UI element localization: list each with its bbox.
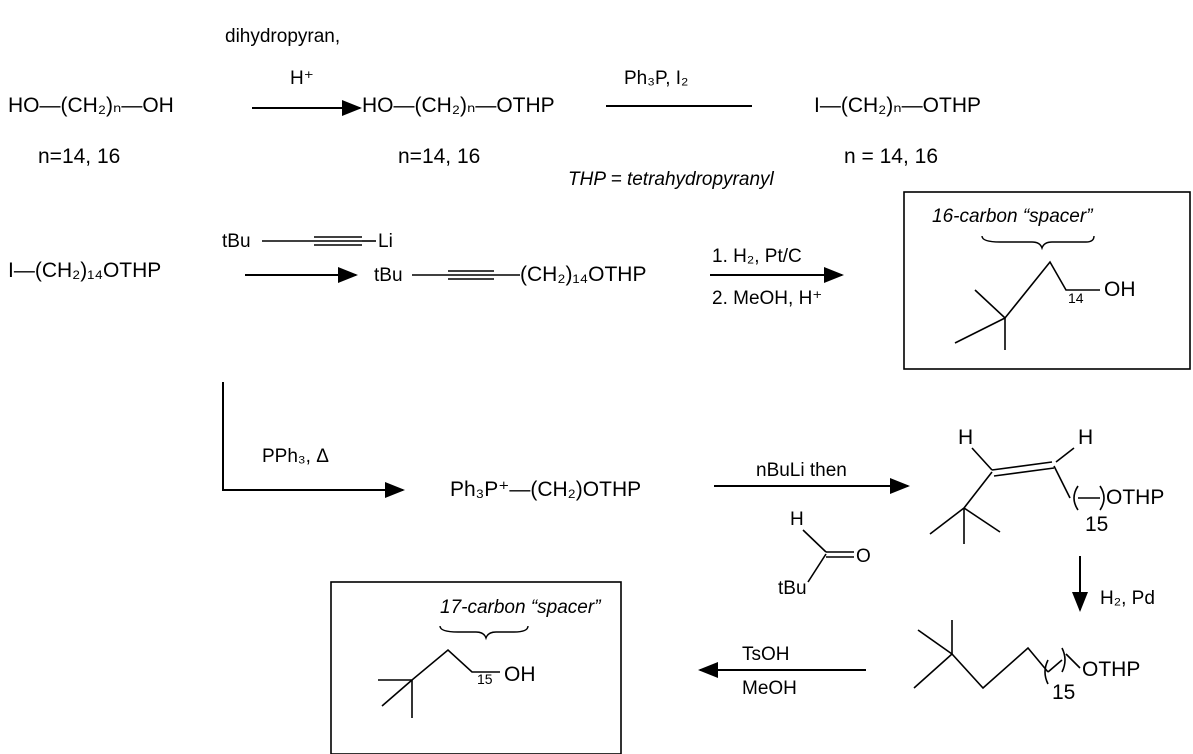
alkyne-chain-label: (CH₂)₁₄OTHP	[520, 263, 646, 286]
iodide-c14-label: I—(CH₂)₁₄OTHP	[8, 259, 161, 282]
sat-repeat	[1047, 659, 1063, 673]
diol-n-label: n=14, 16	[38, 145, 120, 168]
alkene-c-quat	[963, 471, 993, 509]
sat-paren-right	[1061, 647, 1066, 673]
step-deprotection: 2. MeOH, H⁺	[712, 288, 822, 309]
alkene-cc-2	[993, 467, 1055, 477]
reagent-dihydropyran: dihydropyran,	[225, 26, 340, 47]
alkene-cc-1	[991, 461, 1053, 471]
mono-thp-n-label: n=14, 16	[398, 145, 480, 168]
step-hydrogenation: 1. H₂, Pt/C	[712, 246, 802, 267]
arrow-phosphonium	[222, 382, 405, 498]
diol-label: HO—(CH₂)ₙ—OH	[8, 94, 174, 117]
reagent-acid: H⁺	[290, 68, 314, 89]
alkene-ch-left	[971, 447, 993, 471]
sat-chain	[913, 646, 1049, 690]
alkene-paren-left	[1073, 485, 1079, 511]
iodide-label: I—(CH₂)ₙ—OTHP	[814, 94, 981, 117]
reagent-li-label: Li	[378, 231, 393, 252]
sat-othp: OTHP	[1082, 658, 1140, 681]
aldehyde-h: H	[790, 509, 804, 530]
box-16-carbon-spacer	[903, 191, 1191, 370]
thp-definition: THP = tetrahydropyranyl	[568, 169, 775, 190]
reagent-nbuli: nBuLi then	[756, 460, 847, 481]
reagent-h2-pd: H₂, Pd	[1100, 588, 1155, 609]
reagent-ph3p-i2: Ph₃P, I₂	[624, 68, 688, 89]
reagent-pph3-heat: PPh₃, Δ	[262, 446, 329, 467]
alkene-paren-right	[1099, 485, 1105, 511]
reagent-tbu-label: tBu	[222, 231, 251, 252]
box-17-oh: OH	[504, 663, 536, 686]
alkene-methyl-2	[963, 507, 1001, 533]
mono-thp-label: HO—(CH₂)ₙ—OTHP	[362, 94, 555, 117]
aldehyde-ch-bond	[802, 529, 827, 553]
alkene-chain-bond	[1053, 465, 1071, 499]
reagent-tsoh: TsOH	[742, 644, 790, 665]
alkene-ch-right	[1055, 447, 1075, 463]
aldehyde-c-tbu	[807, 553, 827, 583]
aldehyde-o: O	[856, 546, 871, 567]
box-16-oh: OH	[1104, 278, 1136, 301]
sat-bond-o	[1065, 653, 1081, 669]
alkyne-tbu-label: tBu	[374, 265, 403, 286]
box-17-methyl-2	[381, 679, 413, 707]
sat-paren-left	[1044, 659, 1049, 685]
box-16-methyl-1	[954, 317, 1006, 344]
reagent-meoh: MeOH	[742, 678, 797, 699]
alkene-methyl-1	[929, 507, 965, 535]
alkene-othp: OTHP	[1106, 486, 1164, 509]
box-16-title: 16-carbon “spacer”	[932, 206, 1094, 227]
box-17-title: 17-carbon “spacer”	[440, 597, 602, 618]
phosphonium-label: Ph₃P⁺—(CH₂)OTHP	[450, 478, 641, 501]
aldehyde-tbu: tBu	[778, 578, 807, 599]
sat-methyl-2	[917, 629, 953, 655]
alkene-h-right: H	[1078, 426, 1093, 449]
sat-subscript: 15	[1052, 681, 1075, 704]
iodide-n-label: n = 14, 16	[844, 145, 938, 168]
box-17-subscript: 15	[477, 671, 493, 687]
box-17-carbon-spacer	[330, 581, 622, 754]
box-17-brace	[439, 625, 529, 641]
box-17-chain	[378, 648, 500, 681]
box-16-brace	[981, 235, 1095, 251]
alkene-h-left: H	[958, 426, 973, 449]
alkene-subscript: 15	[1085, 513, 1108, 536]
box-16-chain	[974, 260, 1100, 320]
box-16-subscript: 14	[1068, 290, 1084, 306]
